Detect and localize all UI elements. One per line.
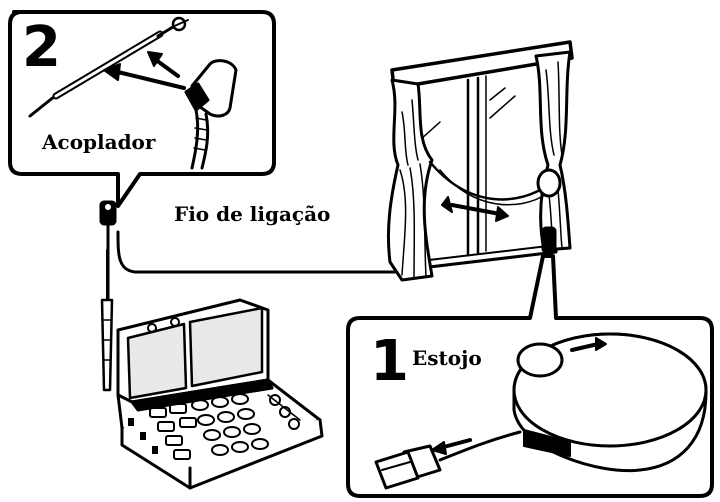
step-number-2: 2 xyxy=(22,15,61,80)
callout-coupler xyxy=(8,10,276,208)
window-illustration xyxy=(386,40,574,282)
step-number-1: 1 xyxy=(370,329,409,394)
cable-label: Fio de ligação xyxy=(174,202,331,226)
radio-receiver xyxy=(100,249,324,490)
coupler-label: Acoplador xyxy=(42,130,156,154)
callout-case xyxy=(346,254,714,498)
case-label: Estojo xyxy=(412,346,482,370)
